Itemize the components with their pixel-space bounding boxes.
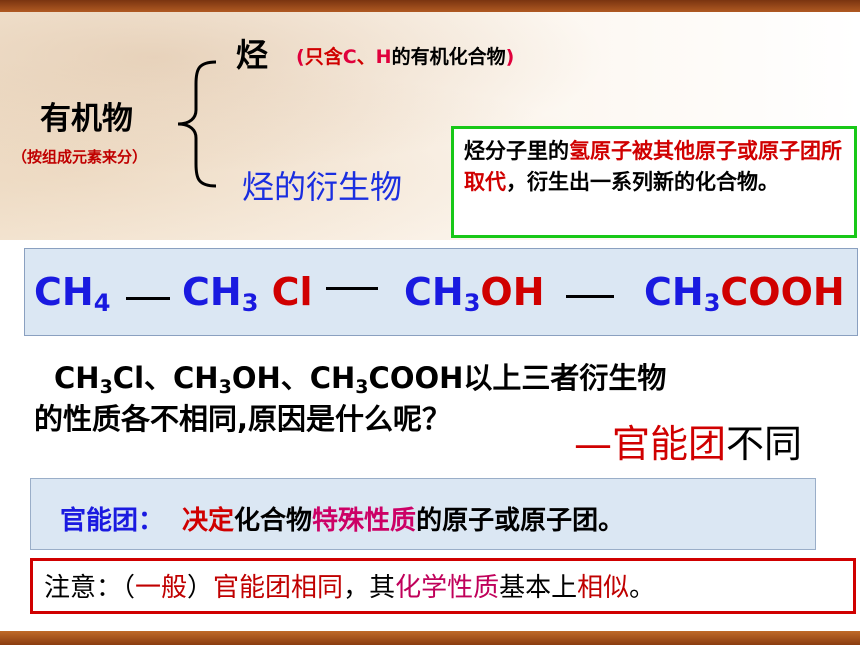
hydrocarbon-note-open: (: [296, 46, 305, 68]
note-part-9: 。: [629, 573, 656, 603]
arrow-3-icon: [566, 295, 614, 298]
formula-acetic-acid-sub: 3: [703, 289, 721, 317]
functional-group-compound: 化合物: [234, 506, 313, 536]
bottom-decorative-band: [0, 631, 860, 645]
note-part-6: 化学性质: [395, 573, 500, 603]
formula-chloromethane-group: Cl: [258, 270, 313, 314]
question-c: OH、CH: [231, 361, 356, 395]
formula-acetic-acid-group: COOH: [720, 270, 845, 314]
question-b-sub: 3: [218, 376, 232, 398]
formula-methanol: CH3OH: [404, 270, 545, 317]
hydrocarbon-derivative-label: 烃的衍生物: [242, 168, 403, 206]
note-part-7: 基本上: [499, 573, 578, 603]
functional-group-definition: 官能团： 决定化合物特殊性质的原子或原子团。: [60, 500, 624, 537]
functional-group-special-property: 特殊性质: [312, 506, 417, 536]
top-decorative-band: [0, 0, 860, 12]
arrow-2-icon: [326, 287, 378, 290]
formula-methanol-sub: 3: [463, 289, 481, 317]
note-part-5: ，其: [343, 573, 396, 603]
note-text: 注意：（一般）官能团相同，其化学性质基本上相似。: [44, 567, 655, 604]
formula-acetic-acid: CH3COOH: [644, 270, 845, 317]
question-b: Cl、CH: [112, 361, 219, 395]
organic-compound-label: 有机物: [40, 101, 133, 137]
functional-group-atoms: 的原子或原子团。: [416, 506, 625, 536]
classification-basis-note: （按组成元素来分）: [12, 148, 148, 166]
definition-hydrogen-atom: 氢原子: [569, 139, 632, 163]
note-part-4: 官能团相同: [213, 573, 344, 603]
hydrocarbon-label: 烃: [236, 36, 269, 74]
formula-methane-main: CH: [34, 270, 94, 314]
question-c-sub: 3: [355, 376, 369, 398]
note-part-1: 注意：（: [44, 573, 136, 603]
definition-replaced: 被其他原子或原子团所取代: [464, 139, 842, 194]
definition-part-4: ，衍生出一系列新的化合物。: [506, 170, 779, 194]
hydrocarbon-note-h: H: [375, 46, 392, 68]
formula-methanol-group: OH: [480, 270, 545, 314]
hydrocarbon-note-text-b: 的有机化合物: [391, 46, 506, 68]
question-a-sub: 3: [99, 376, 113, 398]
functional-group-heading: 官能团：: [60, 506, 165, 536]
question-line-1: CH3Cl、CH3OH、CH3COOH以上三者衍生物: [54, 355, 666, 398]
answer-part-b: 不同: [726, 422, 803, 466]
note-part-3: ）: [187, 573, 214, 603]
hydrocarbon-note: (只含C、H的有机化合物): [296, 42, 514, 69]
question-line-2: 的性质各不相同,原因是什么呢？: [34, 402, 452, 436]
formula-chloromethane-sub: 3: [241, 289, 259, 317]
formula-chloromethane-main: CH: [182, 270, 242, 314]
formula-methane: CH4: [34, 270, 110, 317]
definition-part-1: 烃分子里的: [464, 139, 569, 163]
note-part-2: 一般: [135, 573, 188, 603]
derivative-definition-box: 烃分子里的氢原子被其他原子或原子团所取代，衍生出一系列新的化合物。: [451, 126, 857, 238]
note-box: [30, 558, 856, 614]
hydrocarbon-note-sep: 、: [356, 46, 376, 68]
hydrocarbon-note-c: C: [342, 46, 357, 68]
hydrocarbon-note-close: ): [505, 46, 515, 68]
arrow-1-icon: [126, 297, 170, 300]
question-a: CH: [54, 361, 100, 395]
answer-functional-group-differs: —官能团不同: [574, 413, 802, 468]
note-part-8: 相似: [577, 573, 630, 603]
formula-methanol-main: CH: [404, 270, 464, 314]
formula-chloromethane: CH3 Cl: [182, 270, 313, 317]
reaction-sequence-box: [24, 248, 858, 336]
formula-methane-sub: 4: [93, 289, 111, 317]
functional-group-determine: 决定: [182, 506, 235, 536]
hydrocarbon-note-text-a: 只含: [304, 46, 343, 68]
formula-acetic-acid-main: CH: [644, 270, 704, 314]
question-d: COOH以上三者衍生物: [368, 361, 667, 395]
curly-brace-icon: [177, 60, 217, 188]
answer-part-a: —官能团: [574, 422, 727, 466]
functional-group-box: [30, 478, 816, 550]
